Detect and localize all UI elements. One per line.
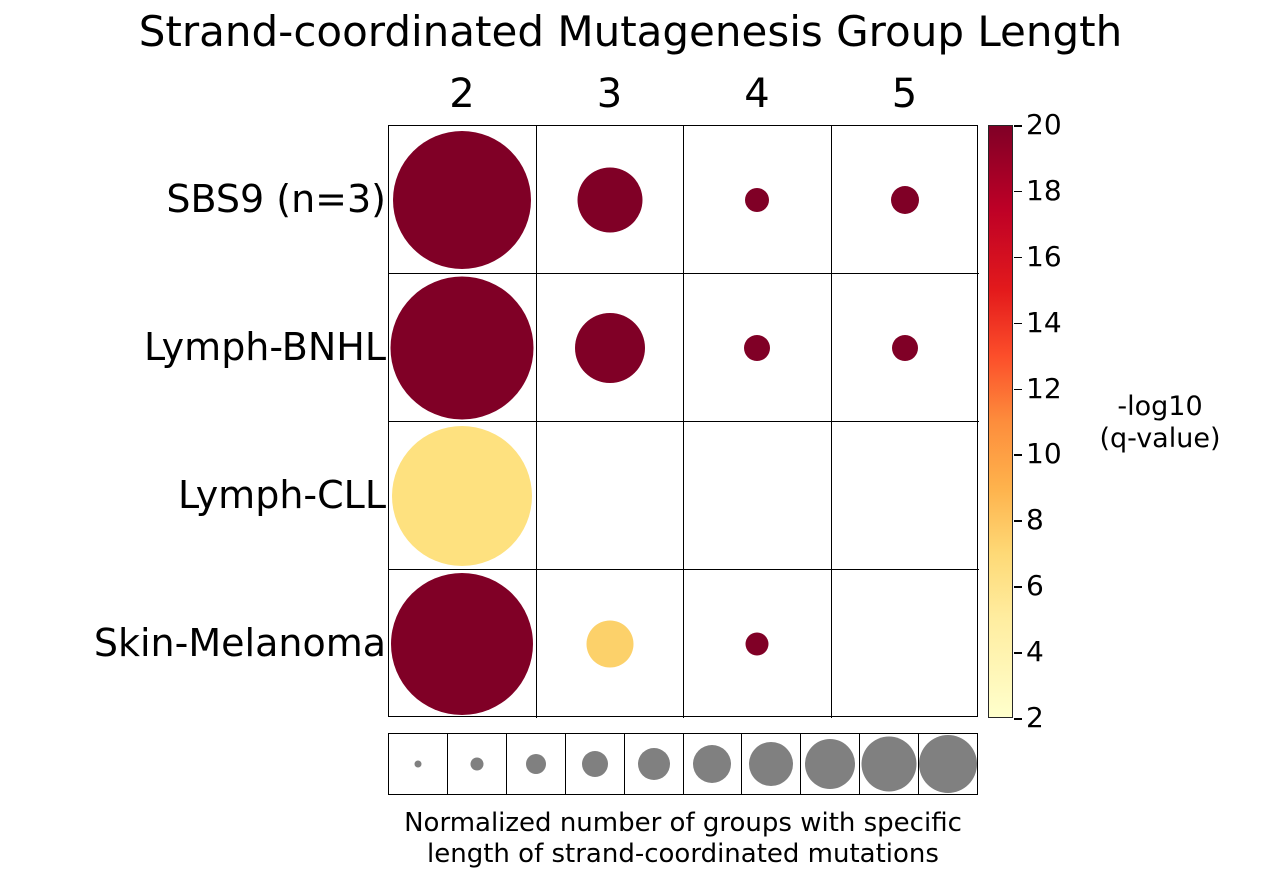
column-header-2: 2	[449, 71, 475, 117]
grid-cell	[684, 422, 832, 570]
colorbar-axis-label: -log10 (q-value)	[1072, 391, 1248, 455]
colorbar-tick	[1014, 388, 1022, 391]
grid-cell	[684, 570, 832, 718]
size-legend-caption: Normalized number of groups with specifi…	[330, 808, 1036, 870]
grid-cell	[389, 422, 537, 570]
size-legend-dot	[693, 745, 732, 783]
size-legend	[388, 733, 978, 795]
grid-cell	[684, 274, 832, 422]
size-legend-dot	[581, 751, 608, 777]
size-legend-cell	[448, 734, 507, 794]
colorbar[interactable]: 20 18 16 14 12 10 8 6 4 2	[988, 111, 1062, 732]
size-legend-cell	[389, 734, 448, 794]
dot-marker	[391, 573, 534, 715]
grid-cell	[537, 570, 684, 718]
dot-marker	[577, 167, 643, 232]
dot-marker	[586, 620, 634, 668]
colorbar-tick-label: 2	[1026, 701, 1044, 734]
grid-cell	[831, 126, 979, 274]
size-legend-dot	[861, 736, 917, 792]
colorbar-gradient	[988, 125, 1013, 718]
dot-marker	[892, 334, 919, 361]
size-legend-dot	[637, 748, 670, 780]
grid-cell	[831, 422, 979, 570]
dot-marker	[574, 312, 645, 383]
dot-marker	[745, 632, 769, 656]
colorbar-tick-label: 18	[1026, 173, 1062, 207]
dot-marker	[393, 130, 532, 269]
size-legend-cell	[566, 734, 625, 794]
colorbar-tick	[1014, 586, 1022, 588]
caption-line1: Normalized number of groups with specifi…	[404, 808, 962, 838]
caption-line2: length of strand-coordinated mutations	[427, 839, 939, 869]
row-label-skin-melanoma: Skin-Melanoma	[93, 621, 386, 665]
grid-cell	[389, 570, 537, 718]
size-legend-cell	[801, 734, 861, 794]
colorbar-tick	[1014, 322, 1022, 325]
colorbar-label-line2: (q-value)	[1099, 423, 1221, 454]
colorbar-tick	[1014, 190, 1022, 193]
row-label-lymph-cll: Lymph-CLL	[178, 473, 386, 517]
size-legend-cell	[625, 734, 684, 794]
dot-marker	[390, 276, 534, 419]
size-legend-cell	[919, 734, 978, 794]
colorbar-tick-label: 10	[1026, 437, 1062, 471]
colorbar-tick-label: 6	[1026, 569, 1044, 603]
colorbar-tick	[1014, 520, 1022, 522]
size-legend-dot	[470, 757, 484, 771]
grid-cell	[536, 274, 684, 422]
page-title: Strand-coordinated Mutagenesis Group Len…	[138, 7, 1123, 56]
column-header-3: 3	[596, 71, 623, 117]
colorbar-tick	[1014, 454, 1022, 457]
grid-cell	[536, 126, 684, 274]
dot-marker	[745, 187, 770, 212]
grid-cell	[832, 570, 980, 718]
size-legend-dot	[919, 735, 978, 793]
colorbar-tick	[1014, 652, 1022, 654]
size-legend-dot	[749, 742, 794, 786]
colorbar-tick-label: 16	[1026, 239, 1062, 273]
colorbar-tick	[1014, 125, 1022, 127]
colorbar-tick-label: 4	[1026, 635, 1044, 669]
size-legend-dot	[414, 760, 422, 768]
dot-marker	[744, 334, 771, 361]
size-legend-cell	[684, 734, 743, 794]
dot-marker	[891, 185, 920, 214]
size-legend-dot	[805, 739, 856, 789]
colorbar-tick	[1014, 718, 1022, 720]
dot-marker	[392, 425, 533, 566]
grid-cell	[684, 126, 832, 274]
grid-cell	[831, 274, 979, 422]
size-legend-dot	[525, 754, 546, 774]
colorbar-tick-label: 12	[1026, 371, 1062, 405]
column-header-4: 4	[744, 71, 770, 117]
row-label-lymph-bnhl: Lymph-BNHL	[144, 325, 386, 369]
size-legend-cell	[507, 734, 566, 794]
colorbar-tick	[1014, 256, 1022, 259]
grid-cell	[536, 422, 684, 570]
column-header-5: 5	[891, 71, 918, 117]
grid-cell	[389, 274, 537, 422]
colorbar-tick-label: 8	[1026, 503, 1044, 537]
colorbar-label-line1: -log10	[1117, 391, 1203, 422]
size-legend-cell	[860, 734, 920, 794]
colorbar-tick-label: 20	[1026, 108, 1062, 141]
colorbar-tick-label: 14	[1026, 305, 1062, 339]
grid-cell	[389, 126, 537, 274]
size-legend-cell	[742, 734, 802, 794]
row-label-sbs9: SBS9 (n=3)	[166, 177, 386, 221]
dot-matrix-grid	[388, 125, 980, 718]
